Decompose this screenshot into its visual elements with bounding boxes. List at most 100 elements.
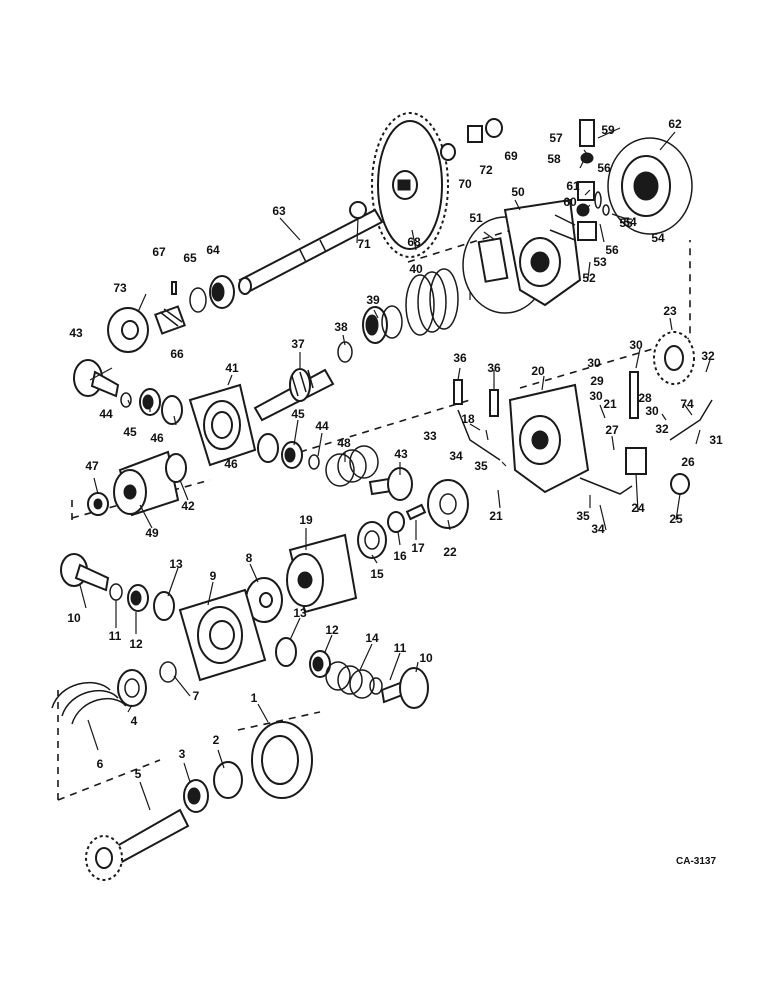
callout-54b: 54 [651,231,665,245]
tube-33 [457,409,633,495]
leader-lines [79,127,711,811]
callout-15: 15 [370,567,384,581]
bearing-3 [183,779,209,813]
callout-52: 52 [582,271,596,285]
race-46 [161,395,279,463]
callout-5: 5 [135,767,142,781]
callout-74: 74 [680,397,694,411]
callout-68: 68 [407,235,421,249]
callout-12b: 12 [325,623,339,637]
callout-53: 53 [593,255,607,269]
callout-65: 65 [183,251,197,265]
race-42 [165,453,187,483]
rotor-49 [113,450,180,517]
callout-23: 23 [663,304,677,318]
ring-44 [120,392,320,470]
shaft-10 [60,553,429,709]
callout-67: 67 [152,245,166,259]
shaft-37 [253,368,335,422]
callout-8: 8 [246,551,253,565]
callout-13b: 13 [293,606,307,620]
callout-21b: 21 [489,509,503,523]
callout-2: 2 [213,733,220,747]
callout-63: 63 [272,204,286,218]
shoes-14 [325,661,375,699]
springs-40 [405,268,459,336]
callout-57: 57 [549,131,563,145]
shoes-6 [51,682,127,725]
pump-housing-50 [503,198,582,307]
callout-64: 64 [206,243,220,257]
ring-65 [189,287,207,313]
callout-24: 24 [631,501,645,515]
callout-18: 18 [461,412,475,426]
bushing-71 [349,201,367,219]
race-2 [213,761,243,799]
callout-14: 14 [365,631,379,645]
callout-45b: 45 [291,407,305,421]
callout-34b: 34 [591,522,605,536]
callout-51: 51 [469,211,483,225]
callout-labels: 1 2 3 4 5 6 7 8 9 10 10 11 11 12 12 13 1… [67,117,723,781]
main-gear-68 [371,112,449,258]
nut-70 [440,143,456,161]
callout-31: 31 [709,433,723,447]
callout-72: 72 [479,163,493,177]
callout-70: 70 [458,177,472,191]
callout-19: 19 [299,513,313,527]
fitting-36 [453,379,499,417]
callout-13a: 13 [169,557,183,571]
callout-56b: 56 [605,243,619,257]
callout-46a: 46 [150,431,164,445]
callout-35b: 35 [576,509,590,523]
callout-17: 17 [411,541,425,555]
pin-67 [171,281,177,295]
callout-29: 29 [590,374,604,388]
bearing-47 [87,492,109,516]
callout-44a: 44 [99,407,113,421]
callout-61: 61 [566,179,580,193]
callout-3: 3 [179,747,186,761]
bearing-66 [154,305,186,335]
callout-36b: 36 [487,361,501,375]
cap-69 [485,118,503,138]
valve-parts-52-61 [576,119,610,241]
pinion-5 [85,808,190,881]
callout-71: 71 [357,237,371,251]
callout-45a: 45 [123,425,137,439]
callout-41: 41 [225,361,239,375]
shaft-43-upper [73,359,120,398]
callout-7: 7 [193,689,200,703]
bearing-45 [139,388,303,469]
figure-code: CA-3137 [676,856,716,867]
washer-73 [107,307,149,353]
callout-16: 16 [393,549,407,563]
callout-11a: 11 [109,629,122,643]
callout-33: 33 [423,429,437,443]
callout-44b: 44 [315,419,329,433]
callout-43a: 43 [69,326,83,340]
callout-35a: 35 [474,459,488,473]
callout-48: 48 [337,436,351,450]
callout-11b: 11 [394,641,407,655]
race-13 [153,591,297,667]
plate-62 [607,137,693,235]
callout-9: 9 [210,569,217,583]
callout-46b: 46 [224,457,238,471]
gasket-51 [462,216,548,314]
callout-32a: 32 [701,349,715,363]
callout-55: 55 [619,216,633,230]
callout-50: 50 [511,185,525,199]
shaft-43-lower [368,467,413,501]
callout-66: 66 [170,347,184,361]
shaft-63 [238,208,384,295]
race-15 [357,521,387,559]
callout-1: 1 [251,691,258,705]
callout-30a: 30 [587,356,601,370]
callout-32b: 32 [655,422,669,436]
callout-37: 37 [291,337,305,351]
sleeve-72 [467,125,483,143]
callout-59: 59 [601,123,615,137]
shoes-48 [325,445,379,487]
